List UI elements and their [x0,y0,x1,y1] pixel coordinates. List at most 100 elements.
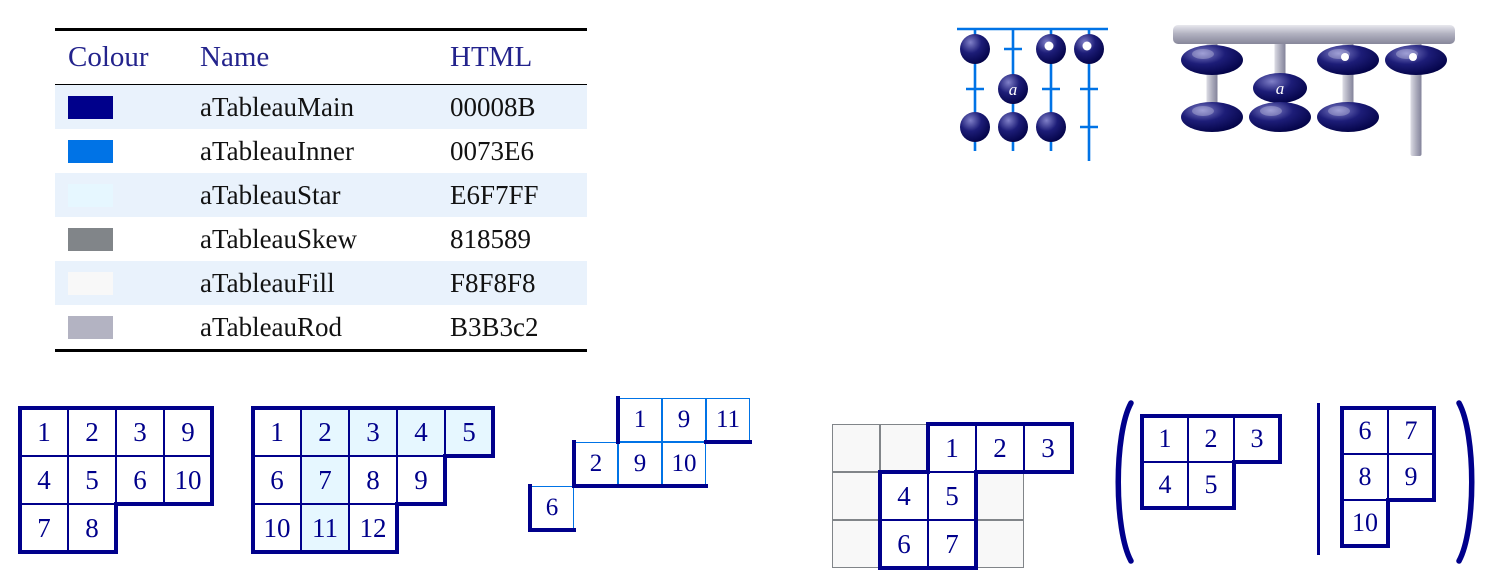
tableau-border [1432,452,1436,502]
tableau-border [1232,414,1282,418]
tableau-cell: 10 [662,442,706,486]
tableau-border [251,406,255,458]
tableau-border [162,502,214,506]
tableau-cell: 9 [397,456,445,504]
tableau-border [443,406,495,410]
tableau-border [528,484,532,532]
swatch-cell [55,95,200,119]
tableau-cell: 4 [20,456,68,504]
tableau-border [926,422,978,426]
color-html-value: 0073E6 [450,135,534,166]
tableau-cell: 5 [68,456,116,504]
tableau-border [395,406,447,410]
bead-hole-dot [1409,53,1417,61]
color-name: aTableauSkew [200,223,358,254]
abacus-beads: a [1181,45,1447,132]
tableau-cell: 1 [618,398,662,442]
tableau-cell: 2 [574,442,618,486]
tableau-border [1232,460,1282,464]
tableau-cell: 3 [116,408,164,456]
tableau-border [210,406,214,458]
tableau-cell: 6 [1342,408,1388,454]
tableau-border [704,440,752,444]
color-swatch [68,139,113,163]
tableau-cell: 4 [880,472,928,520]
tableau-cell: 6 [530,486,574,530]
tableau-border [114,406,166,410]
bead-with-hole [1385,45,1447,75]
bead-hole-dot [1341,53,1349,61]
abacus-3d-diagram: a [1173,25,1455,156]
tableau-cell: 9 [164,408,212,456]
tableau-cell: 11 [301,504,349,552]
bead-hole-dot [1044,41,1054,51]
tableau-cell: 5 [1188,462,1234,508]
color-name: aTableauInner [200,135,355,166]
tableau-border [299,406,351,410]
swatch-cell [55,227,200,251]
tableau-cell: 2 [301,408,349,456]
tableau-border [1386,498,1390,548]
grid-cell [832,520,880,568]
tableau-cell: 1 [20,408,68,456]
color-html-value: 818589 [450,223,531,254]
tableau-border [210,454,214,506]
tableau-border [347,550,399,554]
color-swatch [68,227,113,251]
tableau-border [1186,414,1236,418]
tableau-border [395,502,447,506]
tableau-border [1340,452,1344,502]
tableau-border [974,470,1026,474]
tableau-border [1140,414,1144,464]
bead [998,112,1028,142]
tableau-border [347,406,399,410]
bead [960,34,990,64]
tableau-cell: 3 [1024,424,1072,472]
tableau-border [66,406,118,410]
tableau-border [251,454,255,506]
color-name: aTableauStar [200,179,341,210]
bead-hole-dot [1082,41,1092,51]
tableau-border [974,470,978,522]
swatch-cell [55,183,200,207]
grid-cell [976,520,1024,568]
color-name: aTableauRod [200,311,343,342]
tableau-border [1386,498,1436,502]
color-name: aTableauMain [200,91,355,122]
grid-cell [880,424,928,472]
bead [1317,102,1379,132]
bead-a-label: a [1276,79,1285,98]
tableau-cell: 9 [618,442,662,486]
color-swatch [68,183,113,207]
column-header-colour: Colour [68,41,149,73]
tableau-cell: 1 [928,424,976,472]
tableau-cell: 2 [68,408,116,456]
tableau-cell: 11 [706,398,750,442]
tableau-cell: 6 [116,456,164,504]
tableau-cell: 9 [1388,454,1434,500]
tableau-border [660,484,708,488]
tableau-border [443,454,447,506]
tableau-border [616,396,620,444]
color-swatch [68,315,113,339]
tableau-cell: 3 [349,408,397,456]
tableau-border [395,502,399,554]
tableau-border [162,406,214,410]
tableau-border [1140,506,1190,510]
tableau-cell: 8 [349,456,397,504]
tableau-cell: 10 [1342,500,1388,546]
tableau-border [974,422,1026,426]
tableau-border [572,440,576,488]
tableau-border [251,502,255,554]
tableau-border [1340,406,1390,410]
tableau-border [1386,406,1436,410]
tableau-border [878,566,930,570]
grid-cell [832,472,880,520]
tableau-border [114,502,118,554]
tableau-cell: 9 [662,398,706,442]
